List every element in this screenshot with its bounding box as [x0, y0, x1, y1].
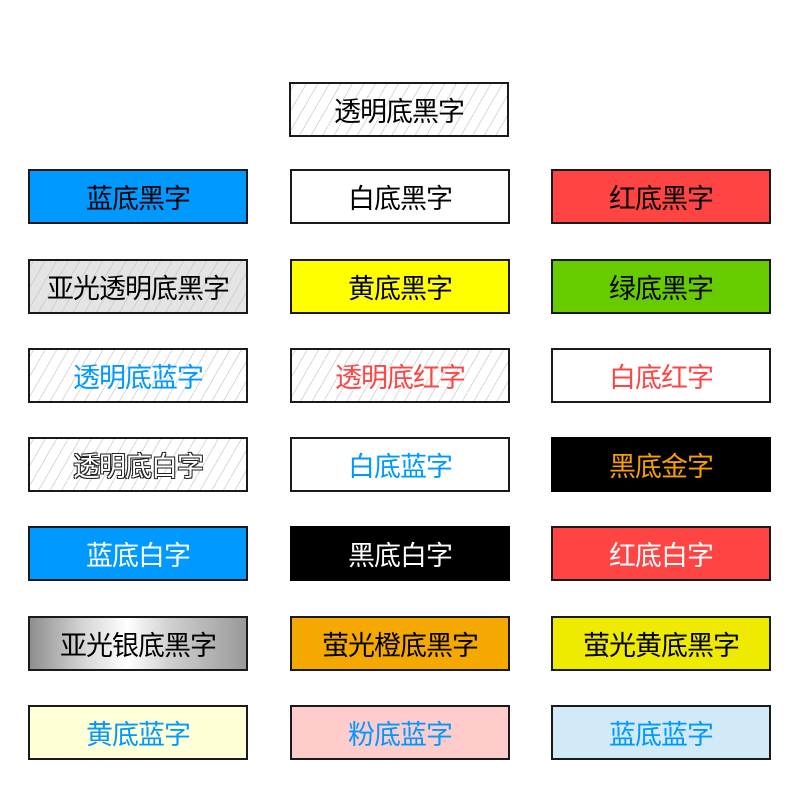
swatch-label: 亚光银底黑字 [60, 631, 217, 662]
swatch-label: 蓝底蓝字 [609, 720, 714, 751]
swatch-label: 白底红字 [609, 363, 714, 394]
swatch-label: 黄底蓝字 [86, 720, 191, 751]
swatch-blue-white-text[interactable]: 蓝底白字 [28, 526, 248, 581]
swatch-label: 萤光黄底黑字 [583, 631, 740, 662]
swatch-label: 蓝底白字 [86, 541, 191, 572]
swatch-label: 透明底黑字 [334, 97, 465, 128]
swatch-label: 白底黑字 [348, 184, 453, 215]
swatch-label: 黑底金字 [609, 452, 714, 483]
swatch-black-white-text[interactable]: 黑底白字 [290, 526, 510, 581]
swatch-black-gold-text[interactable]: 黑底金字 [551, 437, 771, 492]
swatch-green-black-text[interactable]: 绿底黑字 [551, 259, 771, 314]
swatch-transparent-blue-text[interactable]: 透明底蓝字 [28, 348, 248, 403]
swatch-lightblue-blue-text[interactable]: 蓝底蓝字 [551, 705, 771, 760]
swatch-label: 粉底蓝字 [348, 720, 453, 751]
swatch-label: 黑底白字 [348, 541, 453, 572]
swatch-transparent-white-text[interactable]: 透明底白字 [28, 437, 248, 492]
swatch-matte-silver-black-text[interactable]: 亚光银底黑字 [28, 616, 248, 671]
swatch-pink-blue-text[interactable]: 粉底蓝字 [290, 705, 510, 760]
swatch-fluorescent-orange-black-text[interactable]: 萤光橙底黑字 [290, 616, 510, 671]
swatch-label: 红底黑字 [609, 184, 714, 215]
swatch-red-black-text[interactable]: 红底黑字 [551, 169, 771, 224]
swatch-label: 透明底白字 [73, 452, 204, 483]
swatch-yellow-black-text[interactable]: 黄底黑字 [290, 259, 510, 314]
swatch-label: 黄底黑字 [348, 274, 453, 305]
swatch-blue-black-text[interactable]: 蓝底黑字 [28, 169, 248, 224]
swatch-label: 绿底黑字 [609, 274, 714, 305]
swatch-label: 白底蓝字 [348, 452, 453, 483]
swatch-label: 透明底蓝字 [73, 363, 204, 394]
swatch-label: 红底白字 [609, 541, 714, 572]
swatch-fluorescent-yellow-black-text[interactable]: 萤光黄底黑字 [551, 616, 771, 671]
swatch-white-red-text[interactable]: 白底红字 [551, 348, 771, 403]
swatch-transparent-red-text[interactable]: 透明底红字 [290, 348, 510, 403]
swatch-label: 透明底红字 [335, 363, 466, 394]
swatch-label: 萤光橙底黑字 [322, 631, 479, 662]
swatch-white-blue-text[interactable]: 白底蓝字 [290, 437, 510, 492]
swatch-yellow-blue-text[interactable]: 黄底蓝字 [28, 705, 248, 760]
swatch-transparent-black-text[interactable]: 透明底黑字 [289, 82, 509, 137]
swatch-matte-transparent-black-text[interactable]: 亚光透明底黑字 [28, 259, 248, 314]
swatch-label: 蓝底黑字 [86, 184, 191, 215]
swatch-white-black-text[interactable]: 白底黑字 [290, 169, 510, 224]
swatch-label: 亚光透明底黑字 [47, 274, 230, 305]
swatch-red-white-text[interactable]: 红底白字 [551, 526, 771, 581]
